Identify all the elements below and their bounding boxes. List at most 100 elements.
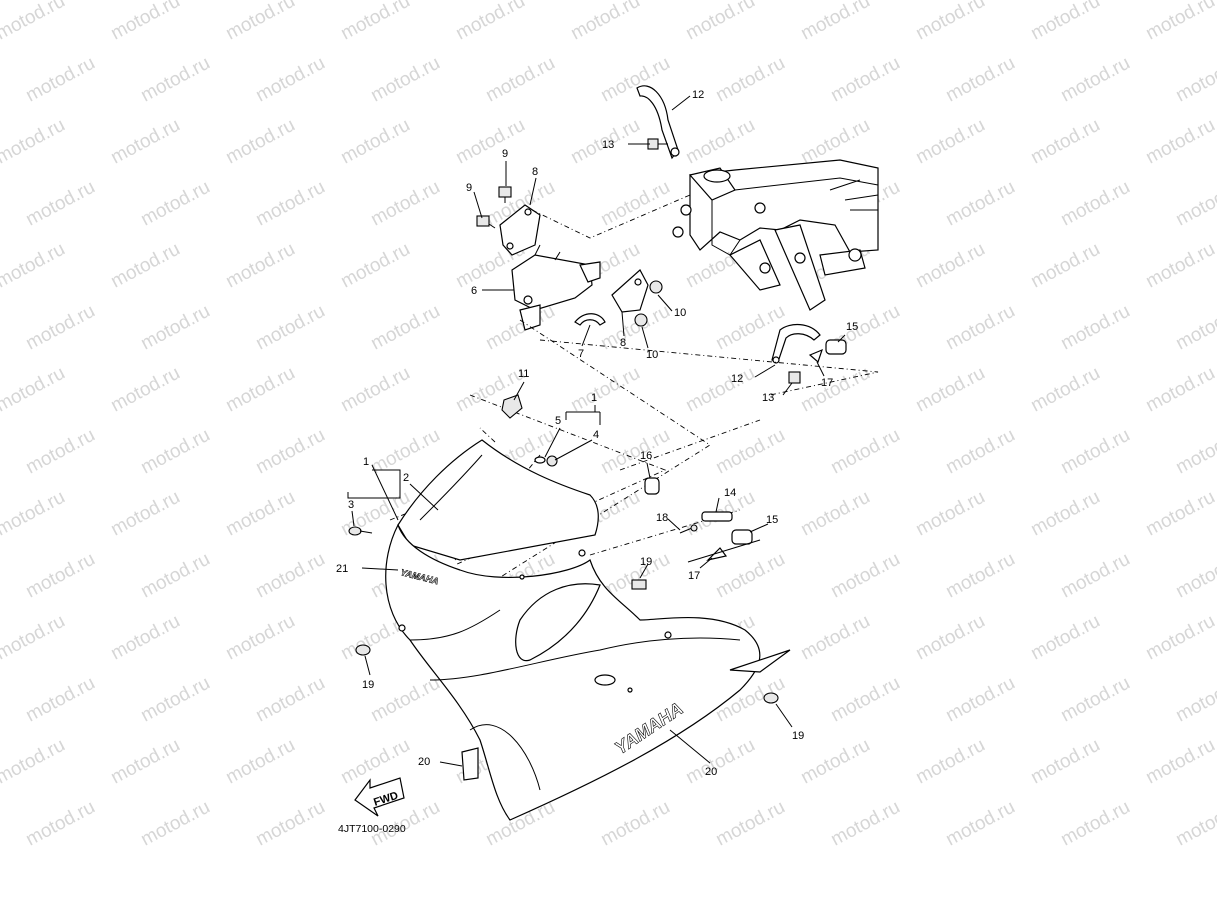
callout-20-a: 20 bbox=[418, 756, 430, 768]
cowling-20: YAMAHA bbox=[385, 523, 791, 821]
callout-13-upper: 13 bbox=[602, 139, 614, 151]
watermark-text: motod.ru bbox=[337, 735, 413, 789]
callout-18: 18 bbox=[656, 512, 668, 524]
watermark-text: motod.ru bbox=[22, 53, 98, 107]
watermark-text: motod.ru bbox=[482, 53, 558, 107]
watermark-text: motod.ru bbox=[107, 239, 183, 293]
bracket-8-lower bbox=[611, 269, 649, 313]
watermark-text: motod.ru bbox=[1027, 487, 1103, 541]
watermark-text: motod.ru bbox=[252, 673, 328, 727]
watermark-text: motod.ru bbox=[22, 797, 98, 851]
watermark-text: motod.ru bbox=[367, 301, 443, 355]
callout-1-a: 1 bbox=[591, 392, 597, 404]
watermark-text: motod.ru bbox=[1142, 735, 1217, 789]
callout-8-lower: 8 bbox=[620, 337, 626, 349]
watermark-text: motod.ru bbox=[252, 53, 328, 107]
callout-3: 3 bbox=[348, 499, 354, 511]
watermark-text: motod.ru bbox=[1057, 549, 1133, 603]
mount-11 bbox=[501, 394, 523, 419]
watermark-text: motod.ru bbox=[252, 797, 328, 851]
washer-5 bbox=[534, 456, 546, 464]
watermark-text: motod.ru bbox=[797, 487, 873, 541]
watermark-text: motod.ru bbox=[827, 549, 903, 603]
watermark-text: motod.ru bbox=[827, 425, 903, 479]
watermark-text: motod.ru bbox=[567, 0, 643, 44]
stay-12-upper bbox=[636, 85, 680, 160]
callout-9-a: 9 bbox=[502, 148, 508, 160]
watermark-text: motod.ru bbox=[682, 363, 758, 417]
watermark-text: motod.ru bbox=[1057, 425, 1133, 479]
watermark-text: motod.ru bbox=[912, 487, 988, 541]
callout-2: 2 bbox=[403, 472, 409, 484]
watermark-text: motod.ru bbox=[252, 425, 328, 479]
diagram-code: 4JT7100-0290 bbox=[338, 823, 406, 835]
callout-10-b: 10 bbox=[646, 349, 658, 361]
callout-4: 4 bbox=[593, 429, 599, 441]
watermark-text: motod.ru bbox=[1027, 611, 1103, 665]
frame-head-pipe bbox=[672, 159, 879, 311]
watermark-text: motod.ru bbox=[827, 53, 903, 107]
watermark-text: motod.ru bbox=[107, 611, 183, 665]
watermark-text: motod.ru bbox=[597, 425, 673, 479]
fwd-arrow-icon: FWD bbox=[354, 777, 405, 817]
watermark-text: motod.ru bbox=[137, 549, 213, 603]
screw-19-c bbox=[763, 692, 779, 704]
watermark-text: motod.ru bbox=[337, 115, 413, 169]
callout-5: 5 bbox=[555, 415, 561, 427]
clip-17-upper bbox=[808, 348, 823, 364]
callout-17-upper: 17 bbox=[821, 377, 833, 389]
watermark-text: motod.ru bbox=[0, 611, 69, 665]
watermark-text: motod.ru bbox=[1142, 487, 1217, 541]
watermark-text: motod.ru bbox=[137, 425, 213, 479]
watermark-text: motod.ru bbox=[712, 53, 788, 107]
watermark-text: motod.ru bbox=[137, 797, 213, 851]
callout-16: 16 bbox=[640, 450, 652, 462]
callout-21: 21 bbox=[336, 563, 348, 575]
watermark-text: motod.ru bbox=[1027, 239, 1103, 293]
watermark-text: motod.ru bbox=[1027, 115, 1103, 169]
watermark-text: motod.ru bbox=[1057, 797, 1133, 851]
watermark-text: motod.ru bbox=[942, 53, 1018, 107]
watermark-text: motod.ru bbox=[1142, 363, 1217, 417]
callout-labels: 12 13 9 8 9 6 10 8 10 7 15 17 12 13 11 1… bbox=[336, 89, 858, 778]
watermark-text: motod.ru bbox=[682, 0, 758, 44]
watermark-text: motod.ru bbox=[797, 363, 873, 417]
watermark-text: motod.ru bbox=[482, 301, 558, 355]
watermark-text: motod.ru bbox=[1142, 0, 1217, 44]
watermark-text: motod.ru bbox=[682, 735, 758, 789]
watermark-text: motod.ru bbox=[337, 363, 413, 417]
watermark-text: motod.ru bbox=[222, 115, 298, 169]
watermark-text: motod.ru bbox=[22, 177, 98, 231]
watermark-text: motod.ru bbox=[1142, 611, 1217, 665]
watermark-text: motod.ru bbox=[912, 611, 988, 665]
watermark-text: motod.ru bbox=[222, 735, 298, 789]
watermark-text: motod.ru bbox=[22, 425, 98, 479]
screw-19-a bbox=[631, 579, 647, 590]
watermark-text: motod.ru bbox=[222, 239, 298, 293]
watermark-text: motod.ru bbox=[942, 177, 1018, 231]
watermark-text: motod.ru bbox=[137, 53, 213, 107]
watermark-text: motod.ru bbox=[942, 549, 1018, 603]
watermark-text: motod.ru bbox=[1057, 53, 1133, 107]
watermark-text: motod.ru bbox=[137, 673, 213, 727]
screw-18 bbox=[679, 524, 698, 534]
watermark-text: motod.ru bbox=[797, 735, 873, 789]
bracket-6 bbox=[511, 244, 601, 331]
grommet-16 bbox=[644, 477, 660, 495]
watermark-text: motod.ru bbox=[1172, 177, 1217, 231]
callout-15-lower: 15 bbox=[766, 514, 778, 526]
callout-19-c: 19 bbox=[792, 730, 804, 742]
watermark-text: motod.ru bbox=[942, 425, 1018, 479]
callout-20-b: 20 bbox=[705, 766, 717, 778]
watermark-text: motod.ru bbox=[337, 0, 413, 44]
watermark-text: motod.ru bbox=[222, 611, 298, 665]
clamp-7 bbox=[574, 313, 606, 326]
callout-19-a: 19 bbox=[640, 556, 652, 568]
callout-15-upper: 15 bbox=[846, 321, 858, 333]
screw-19-b bbox=[355, 644, 371, 656]
watermark-text: motod.ru bbox=[597, 797, 673, 851]
watermark-text: motod.ru bbox=[597, 177, 673, 231]
watermark-text: motod.ru bbox=[452, 115, 528, 169]
watermark-text: motod.ru bbox=[912, 735, 988, 789]
watermark-text: motod.ru bbox=[0, 115, 69, 169]
